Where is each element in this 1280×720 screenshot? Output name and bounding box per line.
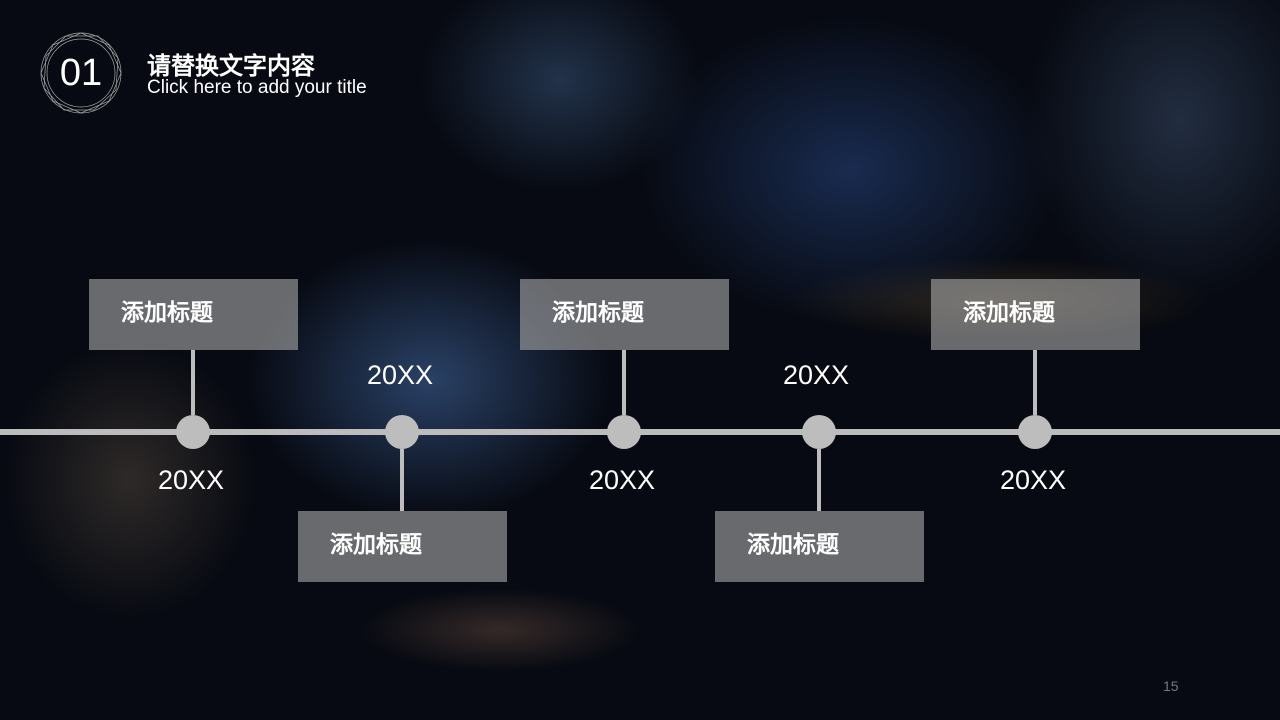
timeline-node-5 bbox=[1018, 415, 1052, 449]
network-circle-icon bbox=[40, 32, 122, 114]
timeline-box-5[interactable]: 添加标题 bbox=[931, 279, 1140, 350]
page-number: 15 bbox=[1163, 678, 1179, 694]
timeline-box-1[interactable]: 添加标题 bbox=[89, 279, 298, 350]
connector-5 bbox=[1033, 350, 1037, 415]
timeline-node-3 bbox=[607, 415, 641, 449]
connector-1 bbox=[191, 350, 195, 415]
timeline-year-2: 20XX bbox=[366, 360, 434, 390]
connector-2 bbox=[400, 449, 404, 511]
timeline-year-4: 20XX bbox=[782, 360, 850, 390]
timeline-node-4 bbox=[802, 415, 836, 449]
timeline-box-4[interactable]: 添加标题 bbox=[715, 511, 924, 582]
timeline-node-1 bbox=[176, 415, 210, 449]
timeline-year-5: 20XX bbox=[999, 465, 1067, 495]
connector-4 bbox=[817, 449, 821, 511]
slide-subtitle[interactable]: Click here to add your title bbox=[147, 77, 367, 98]
timeline-box-2[interactable]: 添加标题 bbox=[298, 511, 507, 582]
slide-title[interactable]: 请替换文字内容 bbox=[147, 51, 315, 80]
section-number: 01 bbox=[59, 51, 103, 94]
connector-3 bbox=[622, 350, 626, 415]
timeline-node-2 bbox=[385, 415, 419, 449]
timeline-box-3[interactable]: 添加标题 bbox=[520, 279, 729, 350]
timeline-year-1: 20XX bbox=[157, 465, 225, 495]
timeline-year-3: 20XX bbox=[588, 465, 656, 495]
